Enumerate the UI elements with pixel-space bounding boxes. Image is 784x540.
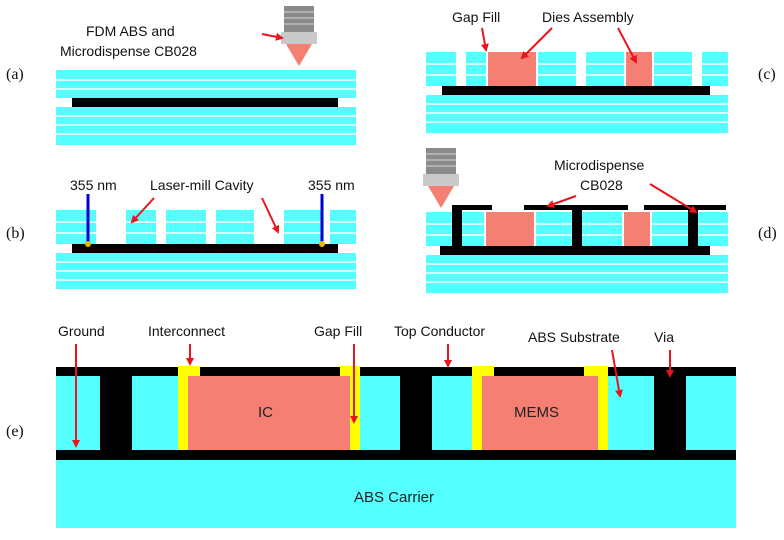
mems-die xyxy=(482,376,598,450)
black-conductor-b xyxy=(72,244,338,253)
panel-c: Gap Fill Dies Assembly (c) xyxy=(426,9,776,133)
die-c1 xyxy=(488,52,536,86)
black-conductor-d xyxy=(440,246,710,255)
arrow-icon xyxy=(649,183,698,214)
ground-label: Ground xyxy=(58,323,105,339)
dies-label-c: Dies Assembly xyxy=(542,9,634,25)
laser-label-right: 355 nm xyxy=(308,177,355,193)
nozzle-icon xyxy=(281,6,317,66)
gap-fill-mems-right-top xyxy=(584,366,608,376)
panel-b: 355 nm 355 nm Laser-mill Cavity (b) xyxy=(6,177,356,289)
arrow-icon xyxy=(546,195,577,208)
abs-substrate-label: ABS Substrate xyxy=(528,329,620,345)
ic-label: IC xyxy=(258,404,273,421)
carrier-label: ABS Carrier xyxy=(354,489,434,506)
abs-stack-a-lower xyxy=(56,107,356,145)
abs-segments-c xyxy=(426,52,728,86)
abs-carrier xyxy=(56,460,736,528)
arrow-icon xyxy=(261,32,284,41)
gap-fill-mems-top xyxy=(472,366,494,376)
via-label: Via xyxy=(654,329,674,345)
laser-label-left: 355 nm xyxy=(70,177,117,193)
panel-a: FDM ABS and Microdispense CB028 (a) xyxy=(6,6,356,145)
gap-fill-mems-left xyxy=(472,370,482,450)
black-interconnect-d xyxy=(452,205,726,246)
die-c2 xyxy=(626,52,652,86)
abs-stack-c-lower xyxy=(426,95,728,133)
cavity-label: Laser-mill Cavity xyxy=(150,177,253,193)
gap-fill-ic-right-top xyxy=(340,366,360,376)
abs-segment-lines-c xyxy=(426,63,728,76)
nozzle-icon xyxy=(423,148,459,208)
gap-fill-label-e: Gap Fill xyxy=(314,323,362,339)
abs-segments-d xyxy=(426,212,728,246)
via-3 xyxy=(654,370,686,452)
panel-label-d: (d) xyxy=(758,225,777,242)
arrow-icon xyxy=(520,27,553,60)
top-conductor-label: Top Conductor xyxy=(394,323,485,339)
black-conductor-a xyxy=(72,98,338,107)
panel-label-b: (b) xyxy=(6,225,25,242)
die-d1 xyxy=(486,212,534,246)
panel-label-c: (c) xyxy=(758,66,776,83)
gap-fill-ic-top xyxy=(178,366,200,376)
die-d2 xyxy=(624,212,650,246)
abs-stack-b-lower xyxy=(56,253,356,289)
ic-die xyxy=(188,376,350,450)
top-conductor xyxy=(56,367,736,376)
caption-d-line1: Microdispense xyxy=(554,157,644,173)
black-conductor-c xyxy=(442,86,710,95)
cavity-gap-b1 xyxy=(96,210,126,244)
panel-e: IC MEMS ABS Carrier Ground Interconnect … xyxy=(6,323,736,528)
mems-label: MEMS xyxy=(514,404,559,421)
abs-stack-a-upper xyxy=(56,70,356,98)
arrow-icon xyxy=(261,197,280,234)
panel-label-a: (a) xyxy=(6,66,24,83)
ground-plane xyxy=(56,450,736,460)
arrow-icon xyxy=(480,27,489,52)
panel-label-e: (e) xyxy=(6,423,24,440)
interconnect-label: Interconnect xyxy=(148,323,225,339)
via-1 xyxy=(100,370,132,452)
caption-a-line2: Microdispense CB028 xyxy=(60,43,197,59)
arrow-icon xyxy=(130,197,155,224)
gap-fill-mems-right xyxy=(598,370,608,450)
abs-stack-d-lower xyxy=(426,255,728,293)
laser-spot-icon xyxy=(85,241,91,247)
via-2 xyxy=(400,370,432,452)
gap-fill-ic-left xyxy=(178,370,188,450)
gap-fill-label-c: Gap Fill xyxy=(452,9,500,25)
laser-spot-icon xyxy=(319,241,325,247)
arrow-icon xyxy=(611,349,623,398)
arrow-icon xyxy=(617,27,637,64)
caption-a-line1: FDM ABS and xyxy=(86,23,175,39)
panel-d: Microdispense CB028 (d) xyxy=(423,148,777,293)
caption-d-line2: CB028 xyxy=(580,177,623,193)
abs-substrate xyxy=(56,376,736,450)
